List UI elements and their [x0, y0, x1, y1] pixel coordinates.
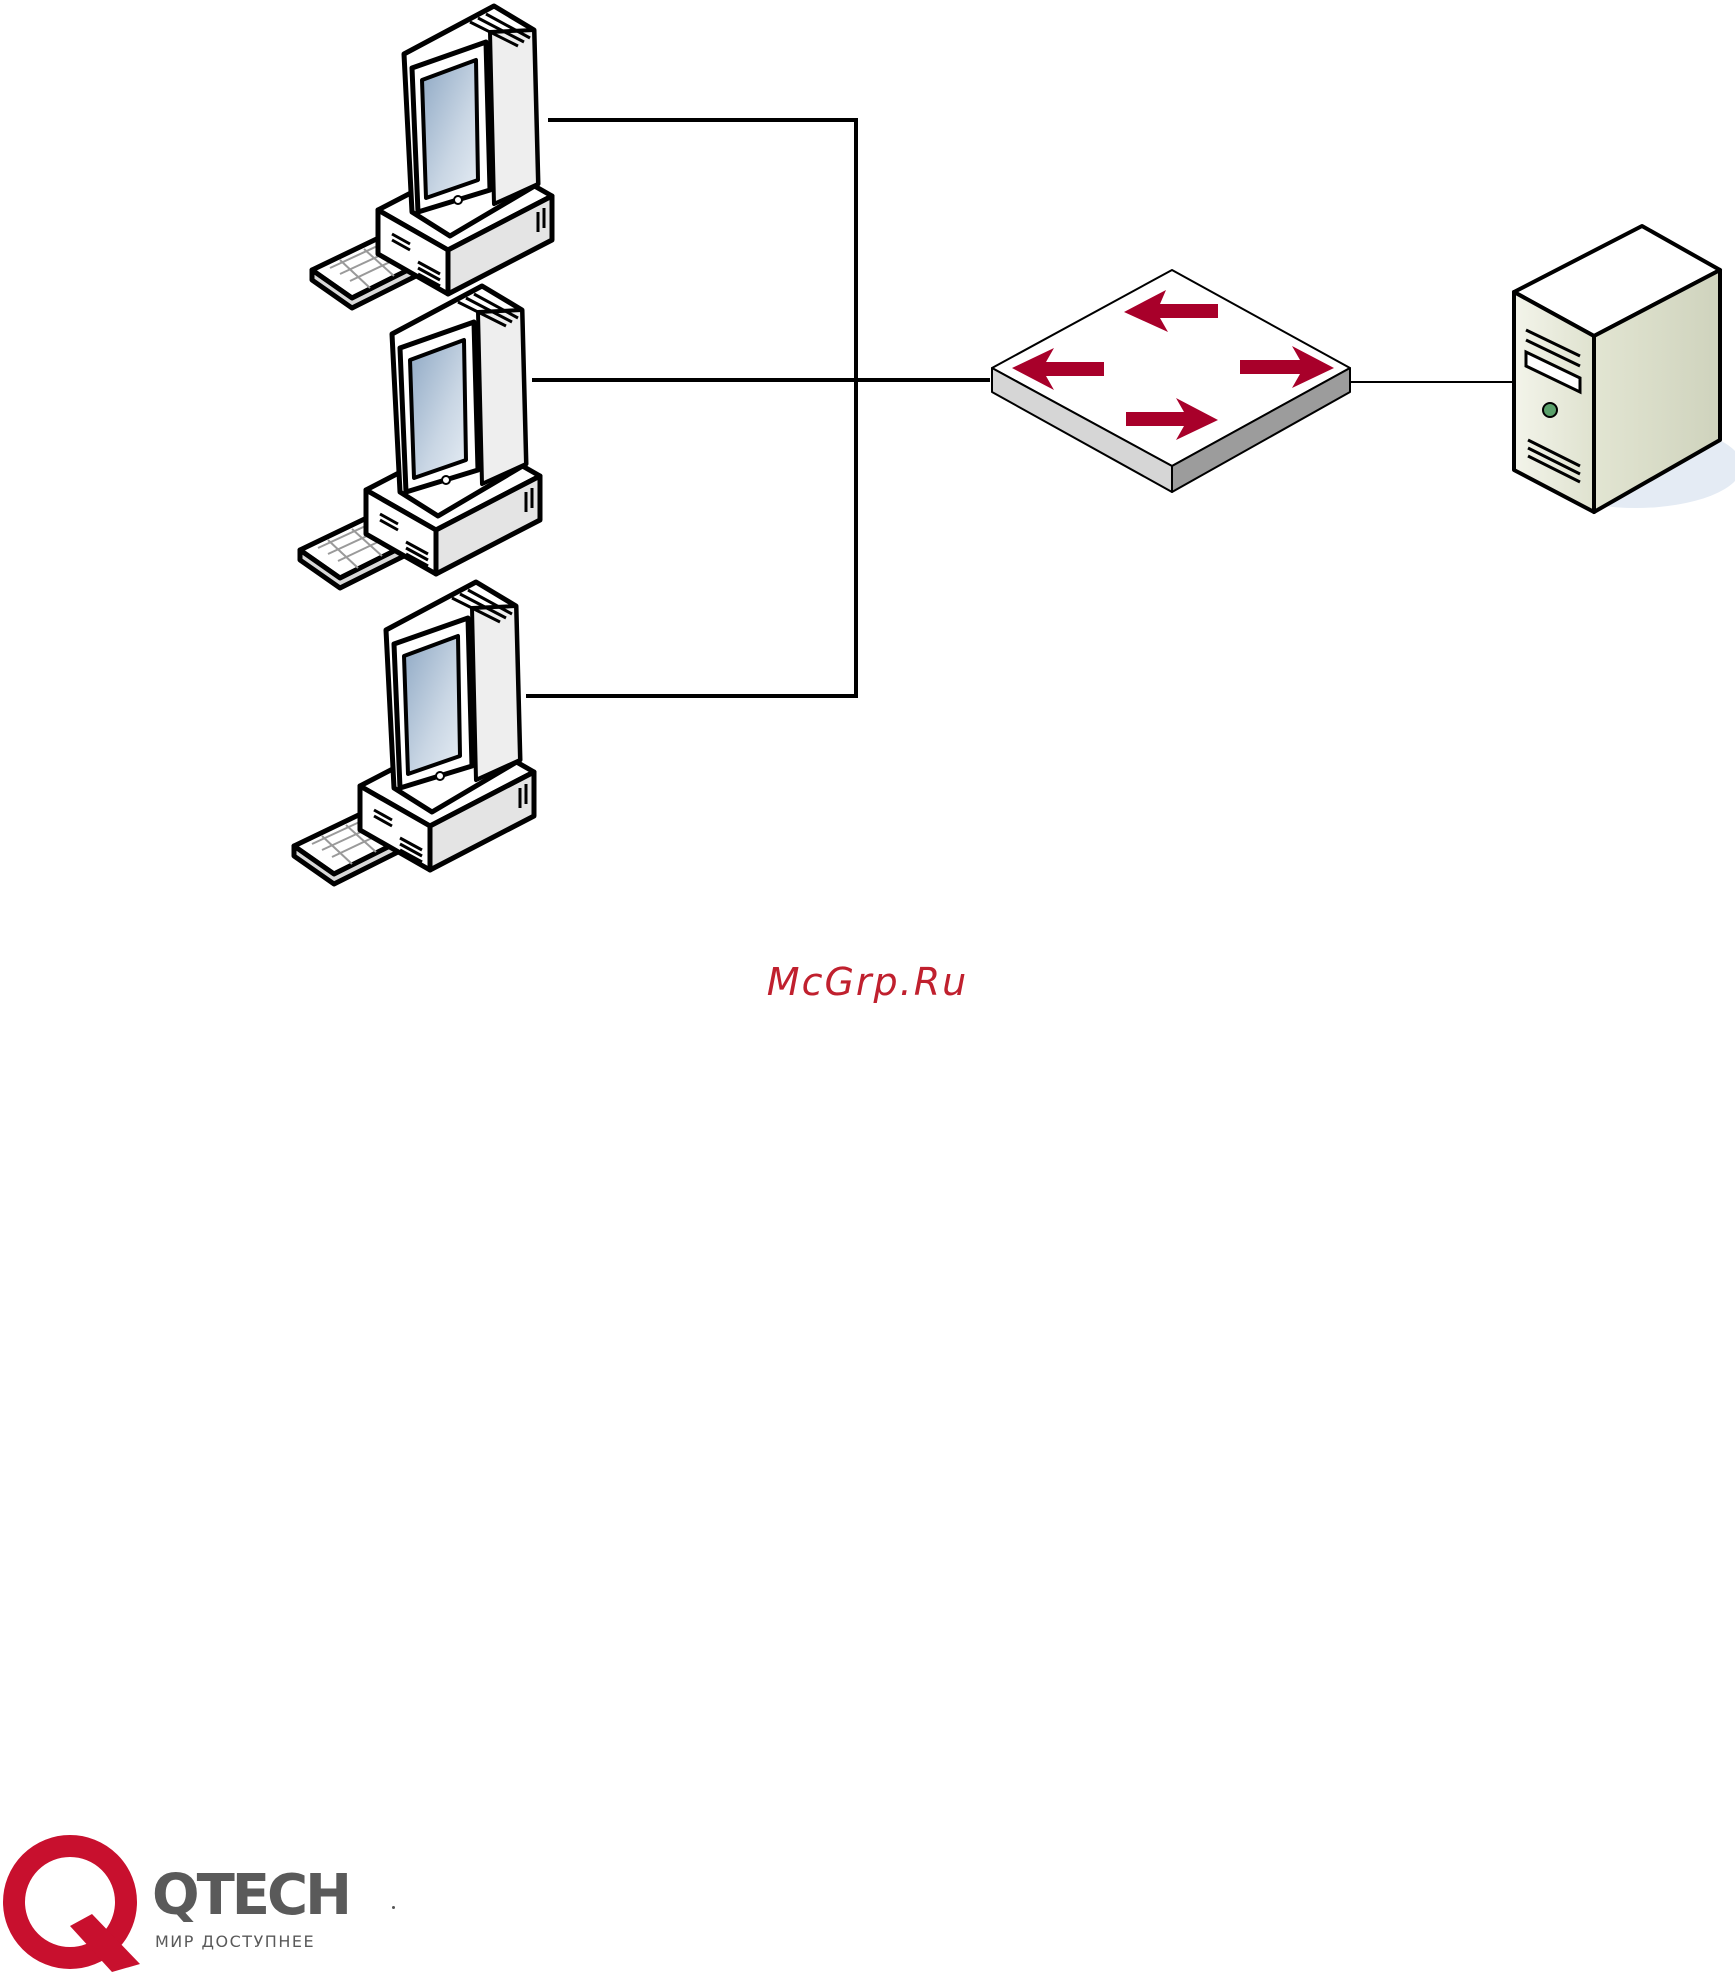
link-pc-3 [526, 380, 856, 696]
logo-tagline: МИР ДОСТУПНЕЕ [155, 1932, 315, 1952]
watermark-text: McGrp.Ru [0, 960, 1735, 1004]
dot [392, 1906, 395, 1909]
workstation-icon [312, 6, 552, 308]
workstation-icon [300, 286, 540, 588]
switch-icon [992, 270, 1350, 492]
link-pc-1 [548, 120, 856, 380]
server-icon [1514, 226, 1735, 512]
logo-name: QTECH [152, 1868, 349, 1924]
workstation-icon [294, 582, 534, 884]
